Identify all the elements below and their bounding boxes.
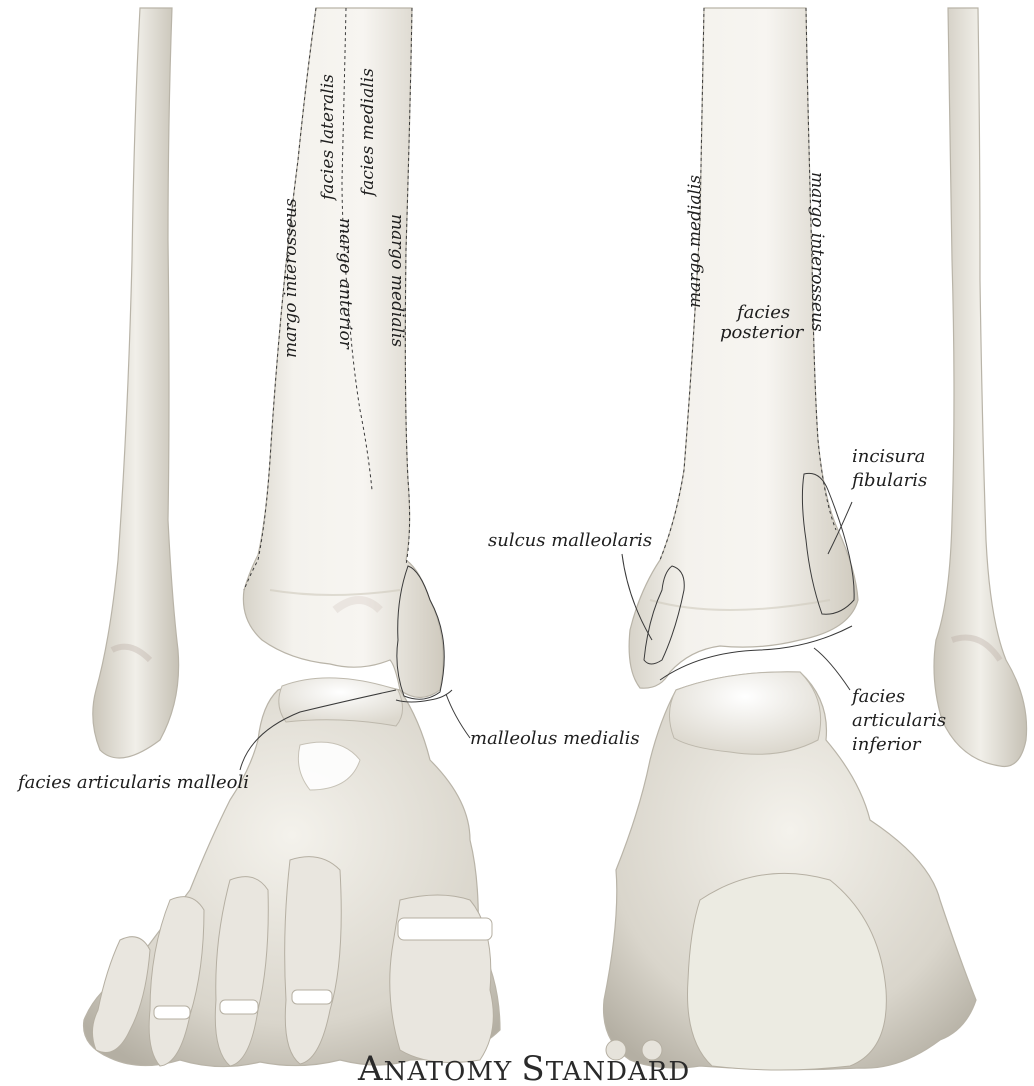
label-margo-medialis-right: margo medialis <box>685 175 705 308</box>
label-facies-lateralis: facies lateralis <box>318 74 338 202</box>
label-facies-medialis: facies medialis <box>358 68 378 198</box>
fibula-right <box>934 8 1027 766</box>
label-facies-posterior-2: posterior <box>720 322 805 343</box>
tibia-right <box>629 8 858 688</box>
label-incisura-1: incisura <box>852 446 925 467</box>
fibula-left <box>93 8 179 758</box>
label-incisura-2: fibularis <box>850 470 927 491</box>
label-facies-art-inf-1: facies <box>850 686 905 707</box>
label-margo-anterior: margo anterior <box>335 218 355 350</box>
label-facies-posterior-1: facies <box>735 302 790 323</box>
label-facies-art-inf-3: inferior <box>852 734 922 755</box>
talus-right <box>669 672 820 754</box>
label-margo-interosseus-left: margo interosseus <box>281 198 301 358</box>
label-sulcus-malleolaris: sulcus malleolaris <box>488 530 652 551</box>
label-facies-art-inf-2: articularis <box>852 710 946 731</box>
label-facies-articularis-malleoli: facies articularis malleoli <box>16 772 249 793</box>
label-margo-medialis-left: margo medialis <box>387 214 407 347</box>
label-margo-interosseus-right: margo interosseus <box>807 172 827 332</box>
label-malleolus-medialis: malleolus medialis <box>470 728 640 749</box>
